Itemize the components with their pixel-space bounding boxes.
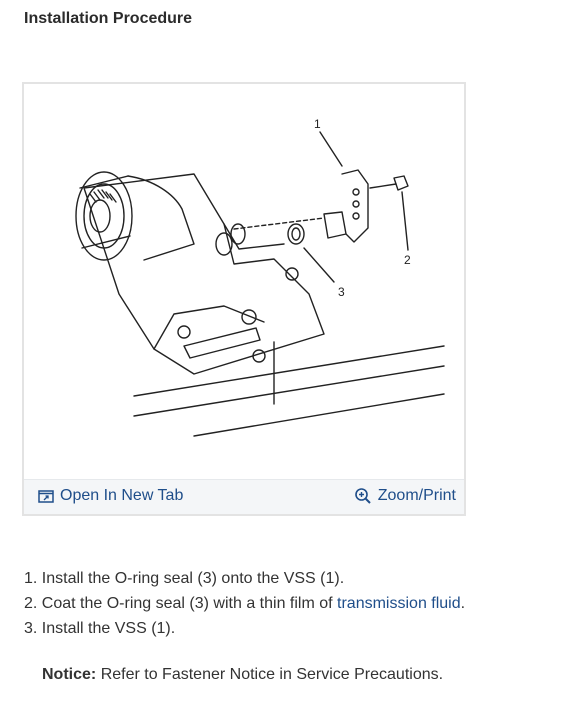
callout-1: 1 [314,117,321,131]
step-text: Install the O-ring seal (3) onto the VSS… [41,570,345,587]
step-3: 3. Install the VSS (1). [24,616,465,641]
step-number: 2. [24,595,38,612]
step-1: 1. Install the O-ring seal (3) onto the … [24,566,465,591]
step-text: Coat the O-ring seal (3) with a thin fil… [41,595,338,612]
step-number: 1. [24,570,38,587]
notice: Notice: Refer to Fastener Notice in Serv… [42,666,443,684]
transmission-fluid-link[interactable]: transmission fluid [337,595,461,612]
section-title: Installation Procedure [24,10,193,27]
figure-card: 1 2 3 Open In New Tab Zoom/Print [22,82,466,516]
callout-2: 2 [404,253,411,267]
step-2: 2. Coat the O-ring seal (3) with a thin … [24,591,465,616]
step-text: Install the VSS (1). [41,620,176,637]
notice-label: Notice: [42,666,97,683]
figure-toolbar: Open In New Tab Zoom/Print [24,479,464,514]
transmission-diagram: 1 2 3 [75,117,445,437]
external-tab-icon [38,490,54,503]
zoom-print-link[interactable]: Zoom/Print [354,487,456,505]
zoom-print-label: Zoom/Print [377,487,456,504]
zoom-in-icon [354,488,371,504]
open-in-new-tab-link[interactable]: Open In New Tab [38,487,183,505]
step-number: 3. [24,620,38,637]
step-text-end: . [460,595,466,612]
open-in-new-tab-label: Open In New Tab [60,487,184,504]
callout-3: 3 [338,285,345,299]
procedure-steps: 1. Install the O-ring seal (3) onto the … [24,566,465,641]
notice-text: Refer to Fastener Notice in Service Prec… [100,666,444,683]
